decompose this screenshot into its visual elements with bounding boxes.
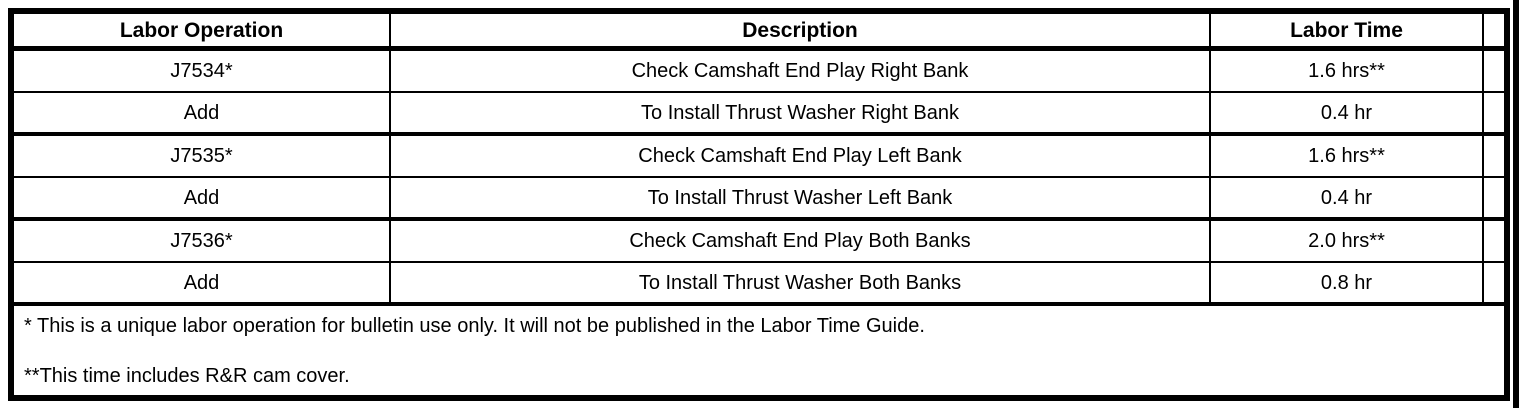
table-row: J7536* Check Camshaft End Play Both Bank…: [14, 221, 1504, 263]
table-row: J7535* Check Camshaft End Play Left Bank…: [14, 136, 1504, 178]
labor-operation-cell: Add: [14, 93, 391, 132]
labor-time-cell: 1.6 hrs**: [1211, 136, 1484, 176]
labor-time-cell: 0.4 hr: [1211, 178, 1484, 217]
footnote-area: * This is a unique labor operation for b…: [14, 306, 1504, 395]
description-cell: To Install Thrust Washer Both Banks: [391, 263, 1211, 302]
labor-operation-cell: J7534*: [14, 51, 391, 91]
description-cell: To Install Thrust Washer Right Bank: [391, 93, 1211, 132]
spare-cell: [1484, 178, 1504, 217]
labor-operation-cell: Add: [14, 263, 391, 302]
spare-cell: [1484, 93, 1504, 132]
footnote-single-asterisk: * This is a unique labor operation for b…: [24, 315, 925, 337]
labor-time-cell: 2.0 hrs**: [1211, 221, 1484, 261]
spare-cell: [1484, 136, 1504, 176]
spare-cell: [1484, 51, 1504, 91]
table-header-row: Labor Operation Description Labor Time: [14, 14, 1504, 51]
table-row: Add To Install Thrust Washer Both Banks …: [14, 263, 1504, 306]
scan-edge-artifact: [1513, 0, 1519, 408]
description-cell: Check Camshaft End Play Right Bank: [391, 51, 1211, 91]
table-row: Add To Install Thrust Washer Right Bank …: [14, 93, 1504, 136]
labor-operation-cell: Add: [14, 178, 391, 217]
spare-cell: [1484, 221, 1504, 261]
labor-operation-cell: J7535*: [14, 136, 391, 176]
labor-time-table: Labor Operation Description Labor Time J…: [8, 8, 1510, 401]
description-cell: To Install Thrust Washer Left Bank: [391, 178, 1211, 217]
column-header-description: Description: [391, 14, 1211, 46]
column-header-labor-operation: Labor Operation: [14, 14, 391, 46]
labor-time-cell: 0.8 hr: [1211, 263, 1484, 302]
table-row: Add To Install Thrust Washer Left Bank 0…: [14, 178, 1504, 221]
labor-time-cell: 1.6 hrs**: [1211, 51, 1484, 91]
footnote-double-asterisk: **This time includes R&R cam cover.: [24, 365, 350, 387]
description-cell: Check Camshaft End Play Both Banks: [391, 221, 1211, 261]
column-header-spare: [1484, 14, 1504, 46]
spare-cell: [1484, 263, 1504, 302]
column-header-labor-time: Labor Time: [1211, 14, 1484, 46]
table-row: J7534* Check Camshaft End Play Right Ban…: [14, 51, 1504, 93]
description-cell: Check Camshaft End Play Left Bank: [391, 136, 1211, 176]
labor-operation-cell: J7536*: [14, 221, 391, 261]
labor-time-cell: 0.4 hr: [1211, 93, 1484, 132]
